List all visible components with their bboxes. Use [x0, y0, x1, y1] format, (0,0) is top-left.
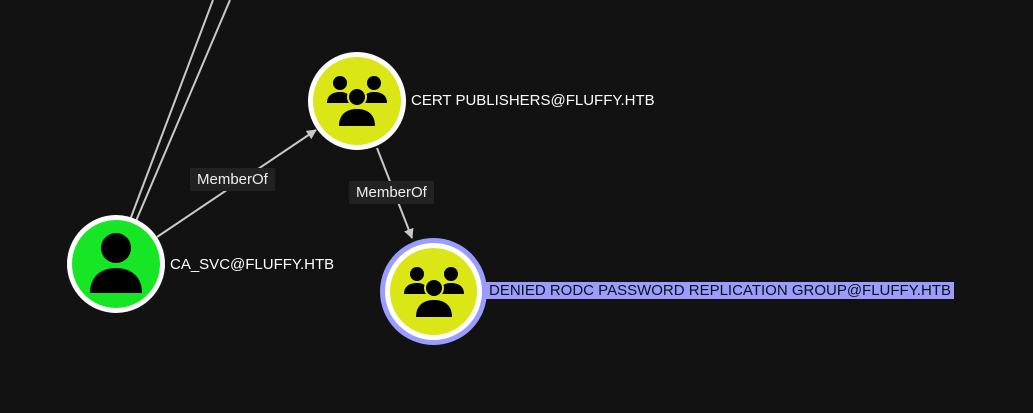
edge-offscreen-2[interactable]	[135, 0, 231, 222]
node-label-denied-rodc: DENIED RODC PASSWORD REPLICATION GROUP@F…	[486, 282, 954, 299]
node-denied-rodc[interactable]	[385, 243, 482, 340]
user-icon	[90, 233, 142, 293]
node-ca-svc[interactable]	[67, 215, 165, 313]
group-icon	[403, 266, 464, 317]
edge-label-memberof[interactable]: MemberOf	[349, 181, 434, 204]
node-cert-publishers[interactable]	[308, 52, 406, 150]
edge-offscreen-1[interactable]	[129, 0, 214, 221]
node-label-ca-svc: CA_SVC@FLUFFY.HTB	[170, 256, 335, 273]
node-label-cert-publishers: CERT PUBLISHERS@FLUFFY.HTB	[411, 92, 655, 109]
group-icon	[327, 76, 387, 126]
edge-label-memberof[interactable]: MemberOf	[190, 168, 275, 191]
